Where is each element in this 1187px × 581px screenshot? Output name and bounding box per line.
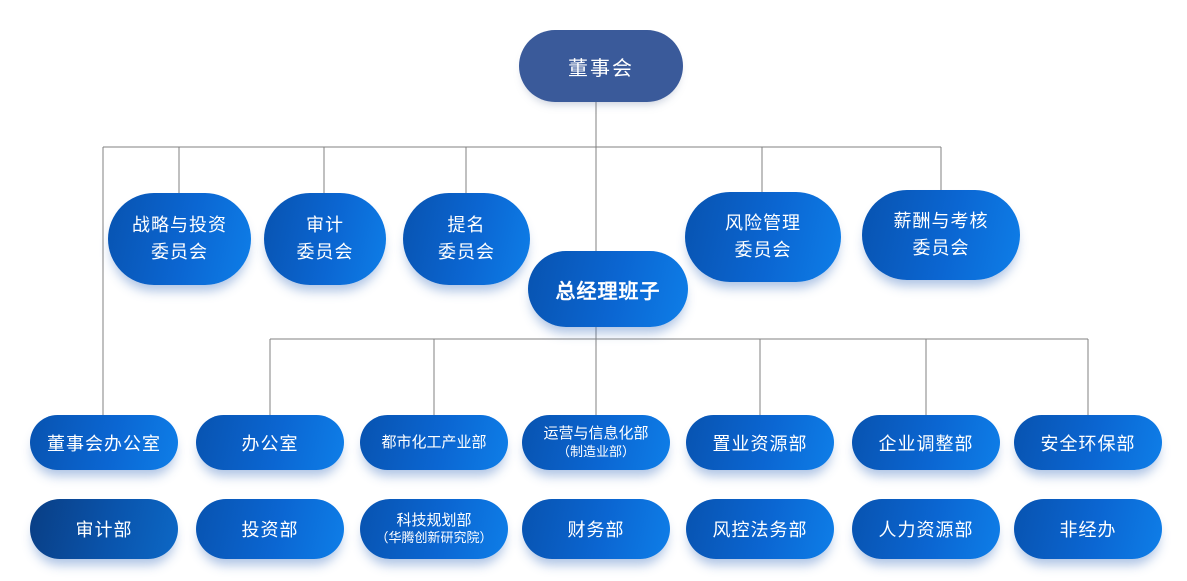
- department-label: 科技规划部: [396, 511, 472, 529]
- department-label: 审计部: [75, 520, 133, 540]
- department-label: 运营与信息化部: [543, 425, 649, 443]
- org-node-property-resources-dept: 置业资源部: [686, 415, 834, 470]
- org-node-board: 董事会: [519, 30, 683, 102]
- department-label: 企业调整部: [878, 433, 974, 454]
- org-node-board-label: 董事会: [568, 57, 634, 80]
- org-node-operations-informatization-dept: 运营与信息化部 （制造业部）: [522, 415, 670, 470]
- committee-label-line1: 战略与投资: [132, 215, 227, 235]
- org-node-general-manager-team: 总经理班子: [528, 251, 688, 327]
- org-node-tech-planning-dept: 科技规划部 （华腾创新研究院）: [360, 499, 508, 559]
- committee-label-line2: 委员会: [438, 242, 495, 262]
- committee-label-line2: 委员会: [151, 242, 208, 262]
- department-label: 安全环保部: [1040, 433, 1136, 454]
- org-node-risk-management-committee: 风险管理 委员会: [685, 192, 841, 282]
- org-node-board-office: 董事会办公室: [30, 415, 178, 470]
- org-node-urban-chemical-industry-dept: 都市化工产业部: [360, 415, 508, 470]
- department-sublabel: （华腾创新研究院）: [375, 530, 493, 546]
- org-node-human-resources-dept: 人力资源部: [852, 499, 1000, 559]
- department-label: 非经办: [1059, 520, 1117, 540]
- org-node-non-operating-office: 非经办: [1014, 499, 1162, 559]
- department-label: 财务部: [567, 520, 625, 540]
- department-label: 董事会办公室: [47, 433, 161, 454]
- org-node-enterprise-adjustment-dept: 企业调整部: [852, 415, 1000, 470]
- department-label: 置业资源部: [712, 433, 808, 454]
- org-node-audit-committee: 审计 委员会: [264, 193, 386, 285]
- committee-label-line2: 委员会: [912, 238, 970, 258]
- org-node-finance-dept: 财务部: [522, 499, 670, 559]
- committee-label-line1: 薪酬与考核: [893, 211, 989, 231]
- org-node-strategy-investment-committee: 战略与投资 委员会: [108, 193, 251, 285]
- department-label: 都市化工产业部: [381, 433, 487, 451]
- committee-label-line1: 审计: [306, 215, 344, 235]
- department-label: 投资部: [241, 520, 299, 540]
- org-node-audit-dept: 审计部: [30, 499, 178, 559]
- department-label: 人力资源部: [878, 520, 974, 540]
- org-node-compensation-assessment-committee: 薪酬与考核 委员会: [862, 190, 1020, 280]
- committee-label-line2: 委员会: [734, 240, 792, 260]
- org-node-nomination-committee: 提名 委员会: [403, 193, 530, 285]
- committee-label-line1: 提名: [447, 215, 486, 235]
- org-node-office: 办公室: [196, 415, 344, 470]
- department-sublabel: （制造业部）: [556, 443, 635, 459]
- org-node-risk-legal-dept: 风控法务部: [686, 499, 834, 559]
- committee-label-line2: 委员会: [296, 242, 354, 262]
- org-node-general-manager-team-label: 总经理班子: [555, 280, 661, 303]
- committee-label-line1: 风险管理: [725, 213, 801, 233]
- org-node-safety-environment-dept: 安全环保部: [1014, 415, 1162, 470]
- department-label: 办公室: [241, 433, 299, 454]
- org-node-investment-dept: 投资部: [196, 499, 344, 559]
- department-label: 风控法务部: [712, 520, 808, 540]
